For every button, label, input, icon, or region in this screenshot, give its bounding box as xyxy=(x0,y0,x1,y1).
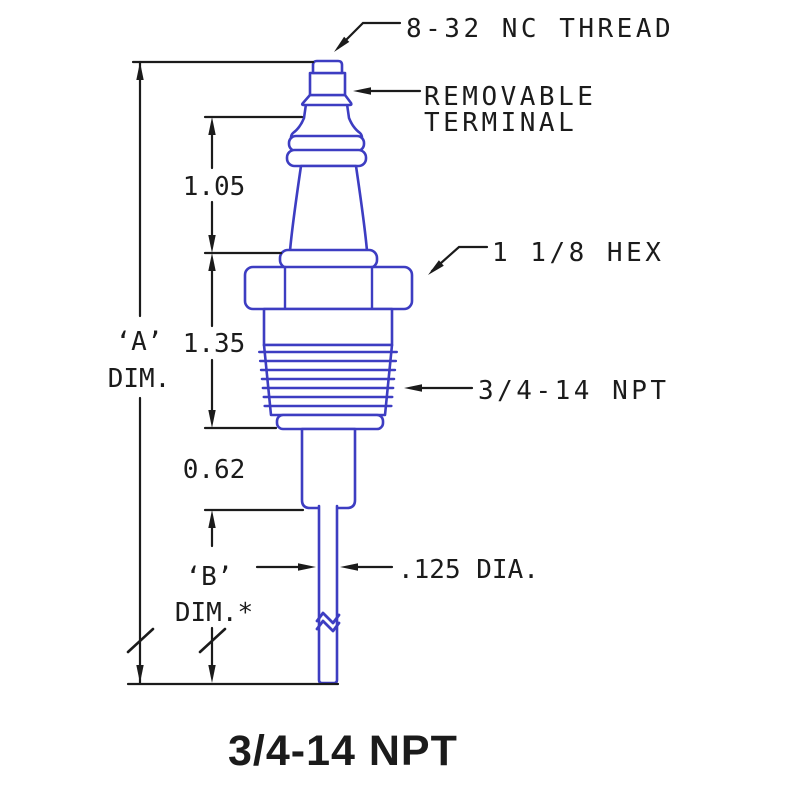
terminal-skirt xyxy=(300,93,353,107)
callout-rod-diameter-label: .125 DIA. xyxy=(398,555,539,585)
leader-removable-terminal xyxy=(353,87,422,95)
dim-value-thread-section: 1.35 xyxy=(183,329,246,359)
callout-pipe-thread-label: 3/4-14 NPT xyxy=(478,376,670,406)
arrowhead-down xyxy=(208,410,216,428)
dim-label-overall-line2: DIM. xyxy=(108,364,171,394)
dim-value-insulator-height: 1.05 xyxy=(183,172,246,202)
dim-thread-section xyxy=(208,253,216,428)
dimension-lines xyxy=(126,21,489,686)
callout-top-thread-label: 8-32 NC THREAD xyxy=(406,14,674,44)
arrowhead-down xyxy=(208,235,216,253)
arrowhead-diag xyxy=(428,260,444,275)
dim-insulator-height xyxy=(208,117,216,253)
thread-collar xyxy=(275,413,385,431)
insulator-bell xyxy=(289,102,364,140)
dim-rod-B xyxy=(198,510,227,683)
arrowhead-up xyxy=(136,62,144,80)
callout-terminal-label-line2: TERMINAL xyxy=(424,108,577,138)
leader-pipe-thread xyxy=(404,384,474,392)
arrowhead-up xyxy=(208,117,216,135)
arrowhead-down xyxy=(136,665,144,683)
dim-overall-A xyxy=(126,60,155,685)
terminal-nut xyxy=(308,71,347,97)
callout-terminal-label-line1: REMOVABLE xyxy=(424,82,596,112)
callout-hex-label: 1 1/8 HEX xyxy=(492,238,664,268)
leader-top-thread xyxy=(334,21,402,52)
arrowhead-up xyxy=(208,510,216,528)
arrowhead-left xyxy=(340,563,358,571)
arrowhead-down xyxy=(208,665,216,683)
arrowhead-left xyxy=(353,87,371,95)
part-outline-drawing xyxy=(243,59,414,685)
hex-nut xyxy=(243,265,414,311)
drawing-labels: 8-32 NC THREAD REMOVABLE TERMINAL 1 1/8 … xyxy=(108,14,674,628)
arrowhead-up xyxy=(208,253,216,271)
dim-label-overall-line1: ‘A’ xyxy=(116,327,163,357)
arrowhead-diag xyxy=(334,36,350,52)
drawing-title: 3/4-14 NPT xyxy=(228,727,458,775)
electrode-rod xyxy=(317,504,339,685)
dim-label-rod-line2: DIM.* xyxy=(175,598,253,628)
lower-bushing xyxy=(300,427,357,510)
terminal-stud xyxy=(311,59,344,75)
dim-rod-diameter xyxy=(255,563,394,571)
insulator-cone xyxy=(288,164,369,253)
arrowhead-left xyxy=(404,384,422,392)
insulator-flange xyxy=(278,248,379,270)
dim-value-bushing-height: 0.62 xyxy=(183,455,246,485)
leader-hex xyxy=(428,245,489,275)
dim-label-rod-line1: ‘B’ xyxy=(186,562,233,592)
break-slash xyxy=(126,627,155,654)
arrowhead-right xyxy=(298,563,316,571)
insulator-rib-lower xyxy=(285,148,368,168)
npt-thread-crests xyxy=(258,350,398,408)
rod-break-symbol xyxy=(315,611,341,633)
break-slash xyxy=(198,627,227,654)
thread-shank xyxy=(262,307,394,347)
